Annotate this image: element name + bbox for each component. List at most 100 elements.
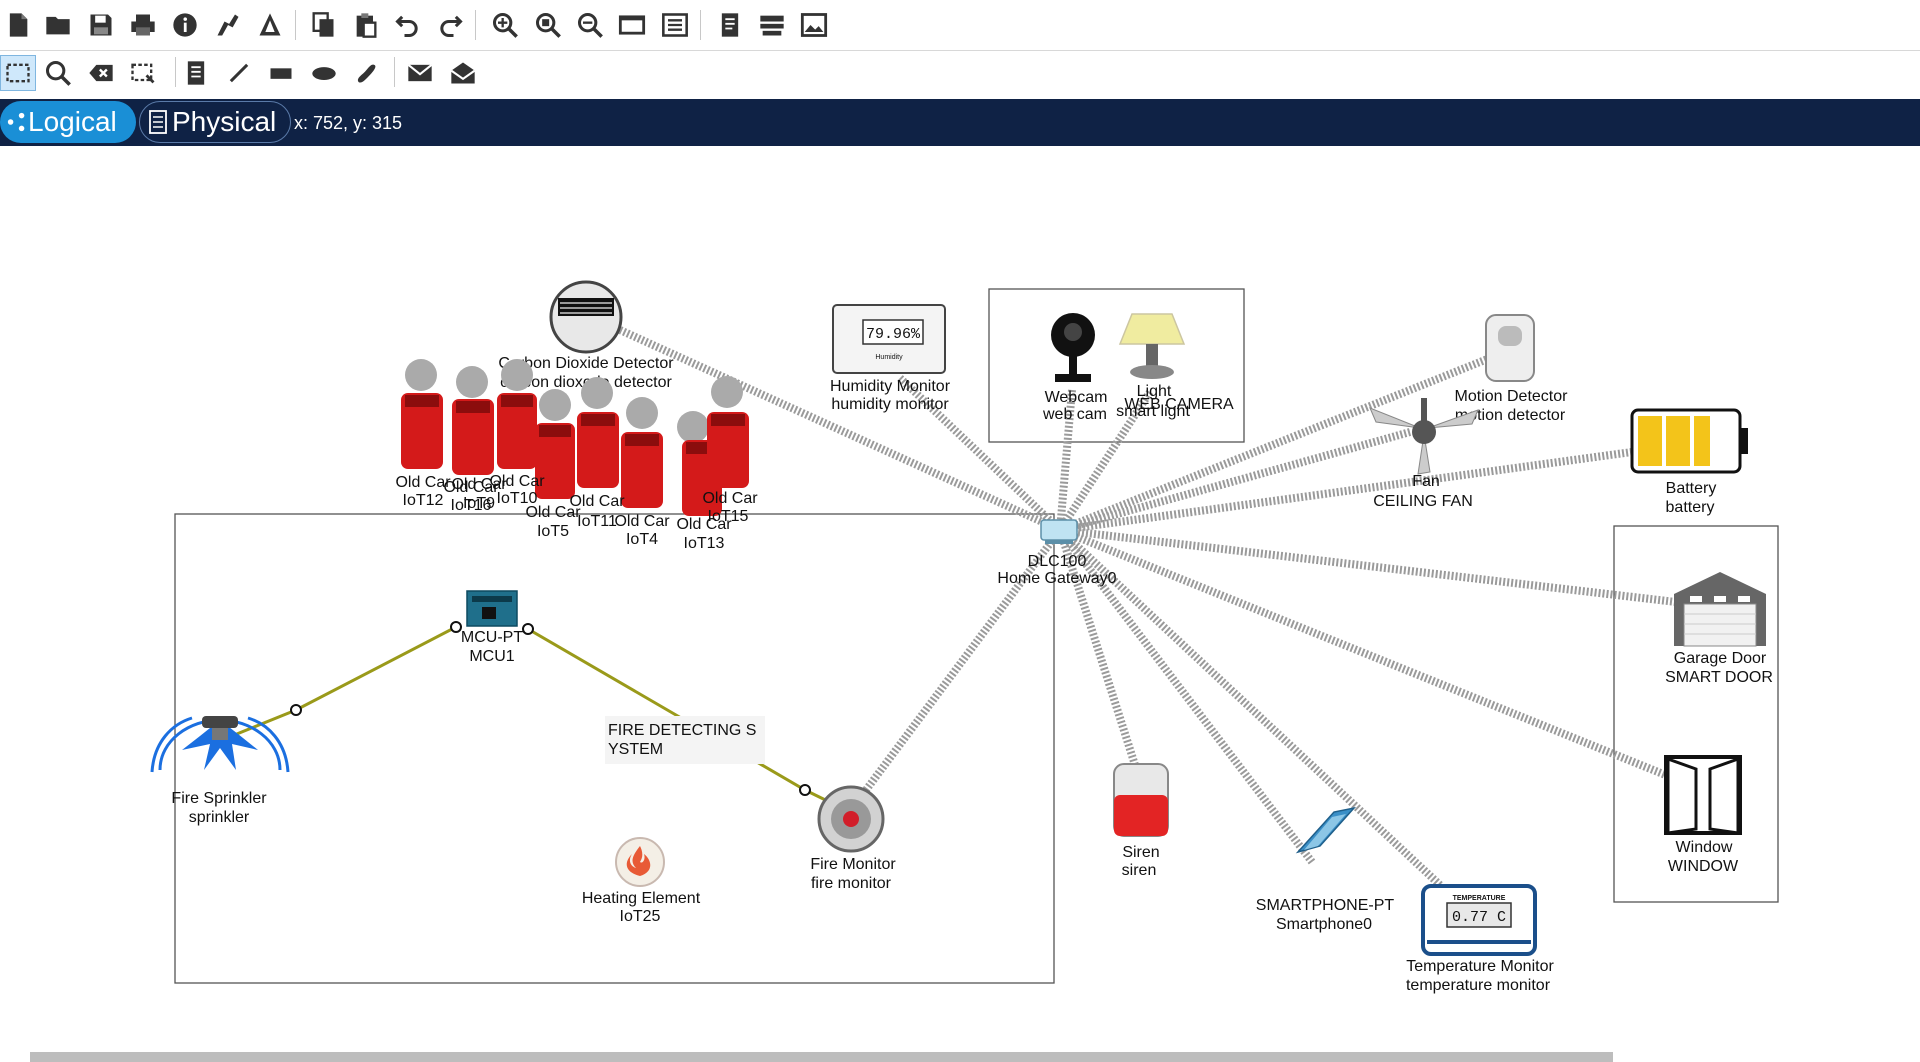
old-car-icon[interactable] xyxy=(497,359,537,469)
add-complex-pdu-icon[interactable] xyxy=(445,55,481,91)
home-gateway-icon[interactable] xyxy=(1040,519,1078,544)
device-name-label: WINDOW xyxy=(1668,858,1739,875)
car-type-label: Old Car xyxy=(443,479,499,496)
wireless-link xyxy=(1058,526,1670,780)
device-type-label: DLC100 xyxy=(1028,553,1087,570)
device-type-label: Webcam xyxy=(1045,389,1108,406)
co2-detector-icon[interactable] xyxy=(549,280,623,354)
smart-light-icon[interactable] xyxy=(1118,313,1186,379)
heating-element-icon[interactable] xyxy=(615,837,665,887)
svg-text:Humidity: Humidity xyxy=(875,354,903,361)
temperature-monitor-icon[interactable]: TEMPERATURE 0.77 C xyxy=(1421,884,1537,956)
device-type-label: Fire Sprinkler xyxy=(171,790,267,807)
device-name-label: humidity monitor xyxy=(831,396,949,413)
open-folder-icon[interactable] xyxy=(40,7,76,43)
old-car-icon[interactable] xyxy=(707,376,749,488)
device-type-label: Fan xyxy=(1412,473,1440,490)
garage-door-icon[interactable] xyxy=(1674,572,1766,647)
car-type-label: Old Car xyxy=(614,513,670,530)
window-icon[interactable] xyxy=(1664,755,1742,835)
zoom-out-icon[interactable] xyxy=(572,7,608,43)
place-note-icon[interactable] xyxy=(178,55,214,91)
fire-sprinkler-icon[interactable] xyxy=(150,716,290,773)
redo-icon[interactable] xyxy=(432,7,468,43)
copy-icon[interactable] xyxy=(305,7,341,43)
old-car-icon[interactable] xyxy=(452,366,494,475)
device-type-label: MCU-PT xyxy=(461,629,523,646)
car-type-label: Old Car xyxy=(676,516,732,533)
old-car-icon[interactable] xyxy=(401,359,443,469)
new-file-icon[interactable] xyxy=(0,7,36,43)
motion-detector-icon[interactable] xyxy=(1485,314,1535,382)
tab-logical[interactable]: Logical xyxy=(0,101,136,143)
car-name-label: IoT10 xyxy=(497,490,538,507)
resize-shape-icon[interactable] xyxy=(125,55,161,91)
pdu-icon[interactable] xyxy=(252,7,288,43)
car-type-label: Old Car xyxy=(395,474,451,491)
fire-monitor-icon[interactable] xyxy=(817,785,885,853)
delete-icon[interactable] xyxy=(83,55,119,91)
device-name-label: Home Gateway0 xyxy=(997,570,1116,587)
wireless-link xyxy=(1056,527,1316,865)
humidity-monitor-icon[interactable]: 79.96% Humidity xyxy=(832,304,946,374)
viewport-icon[interactable] xyxy=(754,7,790,43)
paste-icon[interactable] xyxy=(348,7,384,43)
mcu-board-icon[interactable] xyxy=(466,590,518,627)
wireless-link xyxy=(1058,354,1492,534)
device-name-label: sprinkler xyxy=(189,809,250,826)
custom-device-icon[interactable] xyxy=(657,7,693,43)
zoom-reset-icon[interactable] xyxy=(530,7,566,43)
device-name-label: MCU1 xyxy=(469,648,514,665)
zoom-in-icon[interactable] xyxy=(487,7,523,43)
old-car-icon[interactable] xyxy=(577,377,619,488)
tab-physical[interactable]: Physical xyxy=(139,101,291,143)
device-name-label: SMART DOOR xyxy=(1665,669,1773,686)
wireless-link xyxy=(1059,448,1633,534)
drawing-palette-icon[interactable] xyxy=(614,7,650,43)
screenshot-icon[interactable] xyxy=(796,7,832,43)
draw-rectangle-icon[interactable] xyxy=(263,55,299,91)
logical-workspace[interactable]: Carbon Dioxide Detector carbon dioxode d… xyxy=(0,146,1920,1041)
wireless-link xyxy=(1057,527,1443,888)
door-window-area[interactable] xyxy=(1613,525,1779,903)
fire-system-area[interactable] xyxy=(174,513,1055,984)
wireless-link xyxy=(897,375,1063,533)
notes-icon[interactable] xyxy=(712,7,748,43)
device-type-label: Heating Element xyxy=(582,890,701,907)
workspace-tab-bar: Logical Physical xyxy=(0,99,1920,146)
physical-icon xyxy=(149,110,167,134)
undo-icon[interactable] xyxy=(390,7,426,43)
webcam-icon[interactable] xyxy=(1051,313,1095,382)
car-type-label: Old Car xyxy=(569,493,625,510)
draw-ellipse-icon[interactable] xyxy=(306,55,342,91)
ceiling-fan-icon[interactable] xyxy=(1369,398,1479,475)
device-type-label: Garage Door xyxy=(1674,650,1767,667)
freeform-icon[interactable] xyxy=(348,55,384,91)
horizontal-scrollbar[interactable] xyxy=(30,1052,1613,1062)
device-type-label: Window xyxy=(1676,839,1733,856)
print-icon[interactable] xyxy=(125,7,161,43)
tab-logical-label: Logical xyxy=(28,106,117,137)
fire-system-note[interactable] xyxy=(605,716,765,764)
device-name-label: Smartphone0 xyxy=(1276,916,1372,933)
tab-physical-label: Physical xyxy=(172,106,277,137)
battery-icon[interactable] xyxy=(1630,408,1748,474)
activity-wizard-icon[interactable] xyxy=(210,7,246,43)
draw-line-icon[interactable] xyxy=(221,55,257,91)
siren-icon[interactable] xyxy=(1113,763,1169,837)
old-car-icon[interactable] xyxy=(535,389,575,499)
wireless-link xyxy=(1058,428,1412,534)
old-car-icon[interactable] xyxy=(621,397,663,508)
save-icon[interactable] xyxy=(83,7,119,43)
wireless-link xyxy=(618,326,1062,534)
info-icon[interactable] xyxy=(167,7,203,43)
smartphone-icon[interactable] xyxy=(1295,806,1357,854)
device-type-label: Battery xyxy=(1666,480,1717,497)
inspect-icon[interactable] xyxy=(40,55,76,91)
add-simple-pdu-icon[interactable] xyxy=(402,55,438,91)
note-line-1: FIRE DETECTING S xyxy=(608,722,756,739)
device-name-label: battery xyxy=(1666,499,1715,516)
car-name-label: IoT4 xyxy=(626,531,658,548)
select-icon[interactable] xyxy=(0,55,36,91)
device-name-label: web cam xyxy=(1042,406,1107,423)
